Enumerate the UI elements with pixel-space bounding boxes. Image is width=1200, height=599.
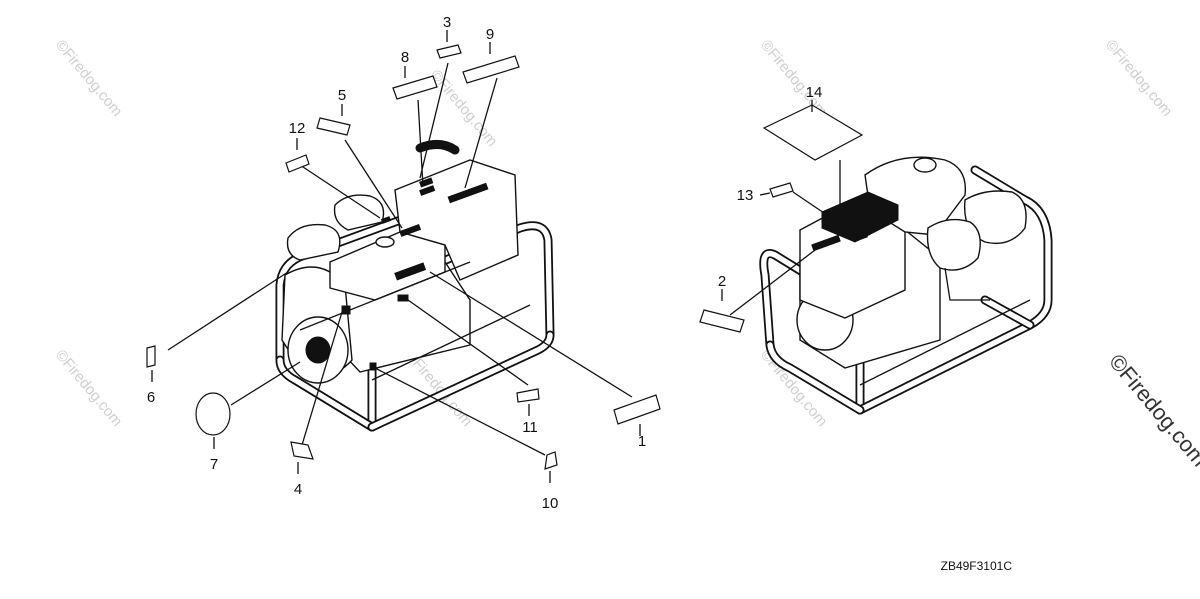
- decal-mark-11: [397, 294, 409, 302]
- callout-14: 14: [806, 84, 823, 101]
- decal-5: [316, 117, 351, 136]
- left-leader-lines: [167, 62, 633, 456]
- decal-1: [613, 394, 661, 425]
- decal-4: [290, 441, 314, 460]
- diagram-code: ZB49F3101C: [941, 559, 1013, 573]
- decal-mark-10: [369, 362, 377, 371]
- callout-12: 12: [289, 120, 306, 137]
- decal-9: [462, 55, 520, 84]
- callout-6: 6: [147, 389, 155, 406]
- vent-grille: [821, 191, 899, 243]
- decal-11: [516, 388, 540, 403]
- callout-3: 3: [443, 14, 451, 31]
- decal-mark-13: [854, 232, 868, 242]
- air-cleaner: [286, 223, 341, 261]
- decal-mark-5: [399, 224, 422, 237]
- decal-mark-4: [341, 305, 351, 315]
- decal-2: [699, 309, 745, 333]
- decal-6: [146, 345, 156, 368]
- decal-mark-12: [380, 216, 392, 224]
- callout-7: 7: [210, 456, 218, 473]
- callout-8: 8: [401, 49, 409, 66]
- callout-13: 13: [737, 187, 754, 204]
- decal-8: [392, 75, 438, 100]
- decal-mark-1: [394, 262, 427, 281]
- right-pump-illustration: [759, 156, 1053, 415]
- decal-12: [285, 154, 310, 173]
- callout-labels: 1 2 3 4 5 6 7 8 9 10 11 12 13 14: [147, 14, 823, 512]
- left-loose-decals: [146, 30, 661, 483]
- muffler: [333, 194, 385, 231]
- decal-mark-2: [811, 234, 841, 252]
- callout-9: 9: [486, 26, 494, 43]
- decal-13: [769, 182, 794, 198]
- decal-10: [544, 451, 558, 470]
- callout-10: 10: [542, 495, 559, 512]
- watermark: ©Firedog.com: [757, 37, 831, 120]
- watermark: ©Firedog.com: [1102, 37, 1176, 120]
- callout-4: 4: [294, 481, 302, 498]
- decal-7: [195, 392, 231, 436]
- callout-1: 1: [638, 433, 646, 450]
- decal-3: [436, 44, 462, 59]
- right-loose-decals: [699, 100, 864, 333]
- right-fuel-cap: [913, 157, 937, 173]
- watermark: ©Firedog.com: [52, 347, 126, 430]
- decal-mark-8: [419, 185, 436, 196]
- watermark: ©Firedog.com: [427, 67, 501, 150]
- pump-outlet-hole: [305, 336, 331, 364]
- right-muffler: [926, 218, 981, 271]
- fuel-cap: [375, 236, 395, 248]
- watermark-corner: ©Firedog.com: [1104, 349, 1200, 471]
- callout-2: 2: [718, 273, 726, 290]
- callout-5: 5: [338, 87, 346, 104]
- watermark: ©Firedog.com: [52, 37, 126, 120]
- decal-14: [762, 104, 864, 161]
- decal-mark-9: [447, 182, 489, 204]
- callout-11: 11: [522, 419, 538, 436]
